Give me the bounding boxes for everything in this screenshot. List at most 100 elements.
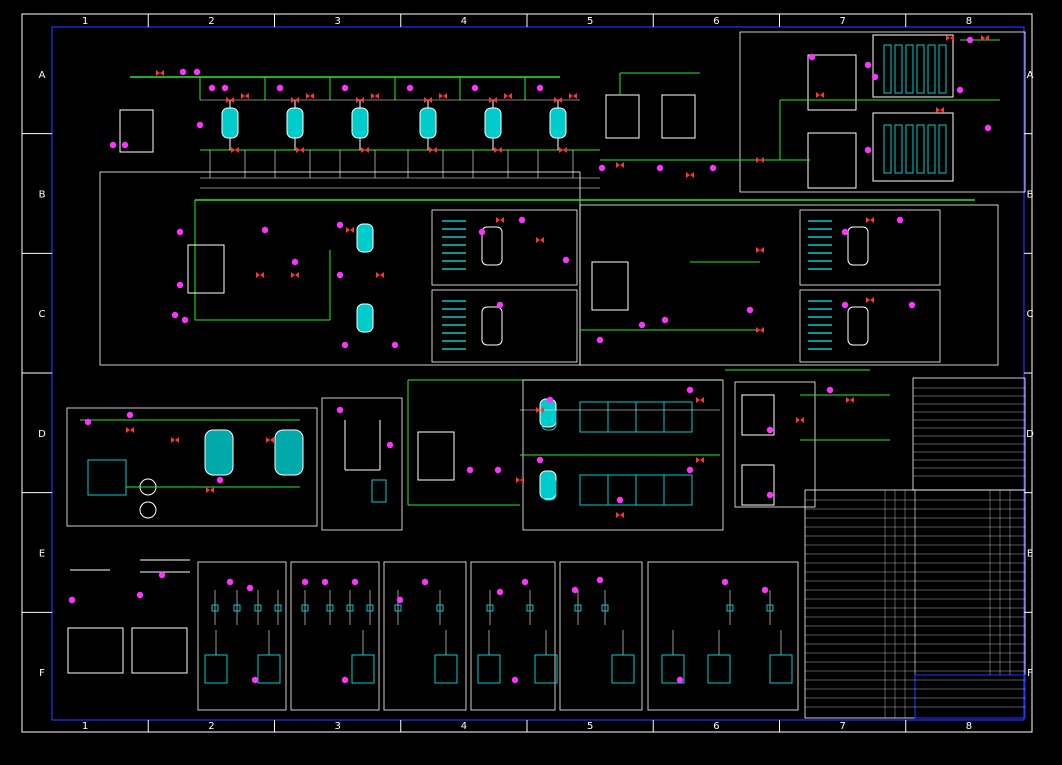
grid-row-label: E	[1027, 549, 1033, 560]
instrument	[518, 216, 526, 224]
instrument	[686, 466, 694, 474]
valve	[569, 93, 577, 99]
valve	[756, 327, 764, 333]
instrument	[341, 341, 349, 349]
valve	[346, 227, 354, 233]
instrument	[471, 84, 479, 92]
instrument	[521, 578, 529, 586]
instrument	[761, 586, 769, 594]
cooling-unit	[872, 112, 954, 182]
filtration-unit	[407, 369, 890, 531]
grid-row-label: A	[1027, 70, 1034, 81]
reactor	[419, 107, 437, 139]
cooler-plate	[927, 124, 936, 174]
reactor	[484, 107, 502, 139]
instrument	[908, 301, 916, 309]
instrument	[406, 84, 414, 92]
valve	[554, 97, 562, 103]
instrument	[351, 578, 359, 586]
instrument	[68, 596, 76, 604]
instrument	[84, 418, 92, 426]
valve	[371, 93, 379, 99]
cooler-plate	[916, 44, 925, 94]
valve	[231, 147, 239, 153]
chem-tank	[351, 654, 375, 684]
instrument	[193, 68, 201, 76]
grid-col-label: 8	[966, 16, 972, 27]
instrument	[546, 396, 554, 404]
valve	[756, 157, 764, 163]
valve	[696, 457, 704, 463]
heat-exchanger-box	[807, 54, 857, 111]
valve	[981, 35, 989, 41]
valve	[756, 247, 764, 253]
grid-row-label: C	[1027, 309, 1034, 320]
dosing-tank	[131, 627, 188, 674]
grid-col-label: 4	[461, 721, 467, 732]
valve	[536, 407, 544, 413]
instrument	[171, 311, 179, 319]
instrument	[966, 36, 974, 44]
cooler-plate	[883, 44, 892, 94]
grid-col-label: 4	[461, 16, 467, 27]
grid-col-label: 2	[208, 16, 214, 27]
instrument	[864, 146, 872, 154]
valve	[536, 237, 544, 243]
grid-col-label: 7	[839, 16, 845, 27]
valve	[504, 93, 512, 99]
grid-row-label: C	[39, 309, 46, 320]
separator	[481, 306, 503, 346]
instrument	[598, 164, 606, 172]
top-right-unit	[600, 31, 1026, 193]
instrument	[956, 86, 964, 94]
boiler	[87, 459, 127, 496]
chem-tank	[611, 654, 635, 684]
grid-col-label: 7	[839, 721, 845, 732]
valve	[266, 437, 274, 443]
grid-row-label: F	[1027, 668, 1033, 679]
valve	[686, 172, 694, 178]
instrument	[686, 386, 694, 394]
instrument	[494, 466, 502, 474]
instrument	[496, 588, 504, 596]
equipment-table-rows	[805, 387, 1025, 718]
central-process-section	[99, 171, 999, 500]
instrument	[336, 406, 344, 414]
instrument	[421, 578, 429, 586]
reactor-vessels	[209, 100, 574, 178]
valve	[424, 97, 432, 103]
grid-col-label: 8	[966, 721, 972, 732]
process-tank	[591, 261, 629, 311]
grid-col-label: 1	[82, 16, 88, 27]
instrument	[596, 336, 604, 344]
valve	[376, 272, 384, 278]
valve	[866, 217, 874, 223]
grid-col-label: 1	[82, 721, 88, 732]
chem-tank	[477, 654, 501, 684]
instrument	[126, 411, 134, 419]
instrument	[336, 221, 344, 229]
valve	[489, 97, 497, 103]
valve	[361, 147, 369, 153]
instrument	[871, 73, 879, 81]
cooler-plate	[905, 44, 914, 94]
product-tank	[741, 464, 775, 506]
instrument	[109, 141, 117, 149]
grid-col-label: 6	[713, 721, 719, 732]
dosing-tank	[67, 627, 124, 674]
chemical-tanks	[204, 590, 793, 684]
instrument	[176, 228, 184, 236]
instrument	[336, 271, 344, 279]
instrument	[221, 84, 229, 92]
buffer-tank	[417, 431, 455, 481]
instrument	[391, 341, 399, 349]
valve	[846, 397, 854, 403]
valve	[494, 147, 502, 153]
column	[356, 223, 374, 253]
cooler-coils	[883, 44, 947, 174]
instrument	[896, 216, 904, 224]
instrument	[616, 496, 624, 504]
chem-tank	[707, 654, 731, 684]
